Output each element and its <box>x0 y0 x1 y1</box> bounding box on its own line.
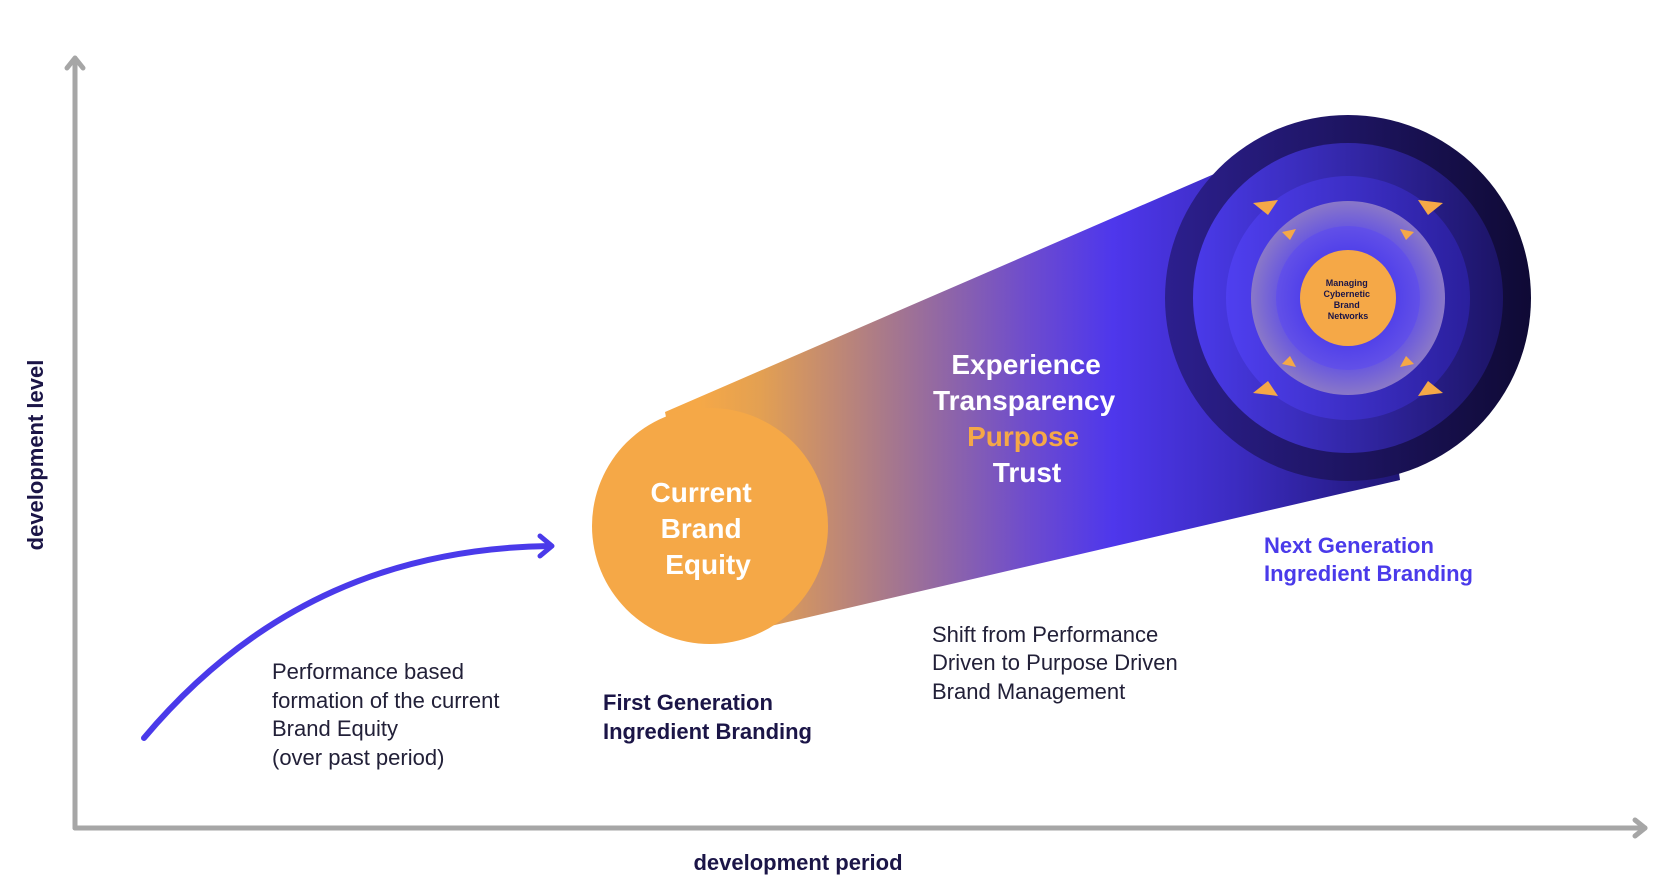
past-line-3: Brand Equity <box>272 716 398 741</box>
first-gen-line-2: Ingredient Branding <box>603 719 812 744</box>
growth-curve-arrowhead <box>537 533 555 559</box>
equity-line-3: Equity <box>665 549 751 580</box>
x-axis-arrowhead <box>1632 817 1648 839</box>
past-line-1: Performance based <box>272 659 464 684</box>
current-brand-equity-label: Current Brand Equity <box>651 477 760 580</box>
value-trust: Trust <box>993 457 1061 488</box>
value-experience: Experience <box>951 349 1100 380</box>
inner-accent-tl <box>1282 229 1296 240</box>
corner-accent-bl <box>1253 381 1278 396</box>
core-line-1: Managing <box>1326 278 1368 288</box>
current-brand-equity-circle <box>592 408 828 644</box>
past-performance-description: Performance based formation of the curre… <box>272 659 506 770</box>
axes <box>64 55 1648 839</box>
inner-accent-tr <box>1400 229 1414 240</box>
brand-values-list: Experience Transparency Purpose Trust <box>933 349 1123 488</box>
shift-description: Shift from Performance Driven to Purpose… <box>932 622 1184 704</box>
past-line-4: (over past period) <box>272 745 444 770</box>
first-gen-line-1: First Generation <box>603 690 773 715</box>
shift-line-2: Driven to Purpose Driven <box>932 650 1178 675</box>
core-line-3: Brand <box>1334 300 1360 310</box>
shift-line-1: Shift from Performance <box>932 622 1158 647</box>
next-generation-label: Next Generation Ingredient Branding <box>1264 533 1473 586</box>
corner-accent-tr <box>1418 200 1443 215</box>
inner-accent-bl <box>1282 356 1296 367</box>
core-circle <box>1300 250 1396 346</box>
past-line-2: formation of the current <box>272 688 499 713</box>
corner-accent-tl <box>1253 200 1278 215</box>
shift-line-3: Brand Management <box>932 679 1125 704</box>
y-axis-arrowhead <box>64 55 86 71</box>
next-gen-line-2: Ingredient Branding <box>1264 561 1473 586</box>
next-generation-rings <box>1165 115 1531 481</box>
value-transparency: Transparency <box>933 385 1116 416</box>
x-axis-label: development period <box>693 850 902 875</box>
next-gen-line-1: Next Generation <box>1264 533 1434 558</box>
corner-accent-br <box>1418 381 1443 396</box>
core-line-2: Cybernetic <box>1323 289 1370 299</box>
equity-line-1: Current <box>651 477 752 508</box>
growth-curve-arrow <box>141 543 553 741</box>
inner-accent-br <box>1400 356 1414 367</box>
core-label: Managing Cybernetic Brand Networks <box>1323 278 1372 321</box>
first-generation-label: First Generation Ingredient Branding <box>603 690 812 744</box>
y-axis-label: development level <box>23 360 48 551</box>
core-line-4: Networks <box>1328 311 1369 321</box>
equity-line-2: Brand <box>661 513 742 544</box>
value-purpose: Purpose <box>967 421 1079 452</box>
